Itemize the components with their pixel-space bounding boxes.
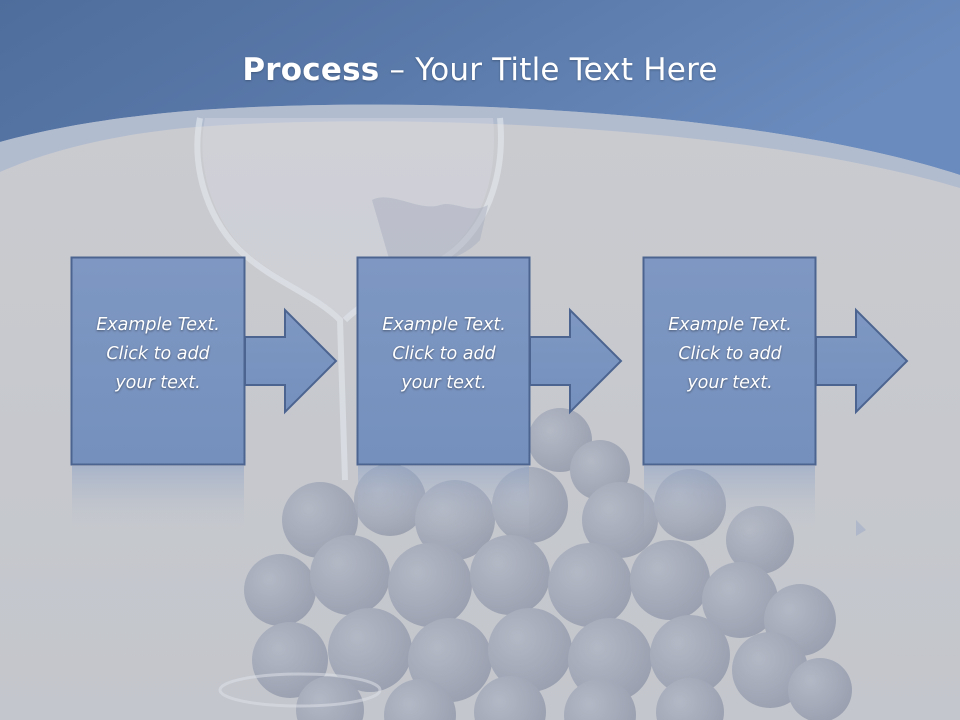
step-text[interactable]: Example Text. Click to add your text. (361, 311, 527, 398)
title-bold: Process (242, 52, 380, 88)
step-text-line-2: Click to add (392, 344, 496, 364)
step-text-line-2: Click to add (106, 344, 210, 364)
process-step-1[interactable]: Example Text. Click to add your text. (71, 257, 245, 465)
process-step-2[interactable]: Example Text. Click to add your text. (357, 257, 531, 465)
step-text-line-1: Example Text. (96, 315, 220, 335)
step-text[interactable]: Example Text. Click to add your text. (75, 311, 241, 398)
step-text-line-2: Click to add (678, 344, 782, 364)
slide-title[interactable]: Process – Your Title Text Here (0, 52, 960, 88)
step-text-line-3: your text. (115, 373, 201, 393)
title-rest: – Your Title Text Here (379, 52, 718, 88)
right-arrow-icon (529, 307, 623, 415)
step-text-line-3: your text. (687, 373, 773, 393)
step-text[interactable]: Example Text. Click to add your text. (647, 311, 813, 398)
step-text-line-3: your text. (401, 373, 487, 393)
process-step-3[interactable]: Example Text. Click to add your text. (643, 257, 817, 465)
process-shapes (70, 256, 909, 466)
step-text-line-1: Example Text. (668, 315, 792, 335)
right-arrow-icon (815, 307, 909, 415)
right-arrow-icon (244, 307, 338, 415)
step-text-line-1: Example Text. (382, 315, 506, 335)
